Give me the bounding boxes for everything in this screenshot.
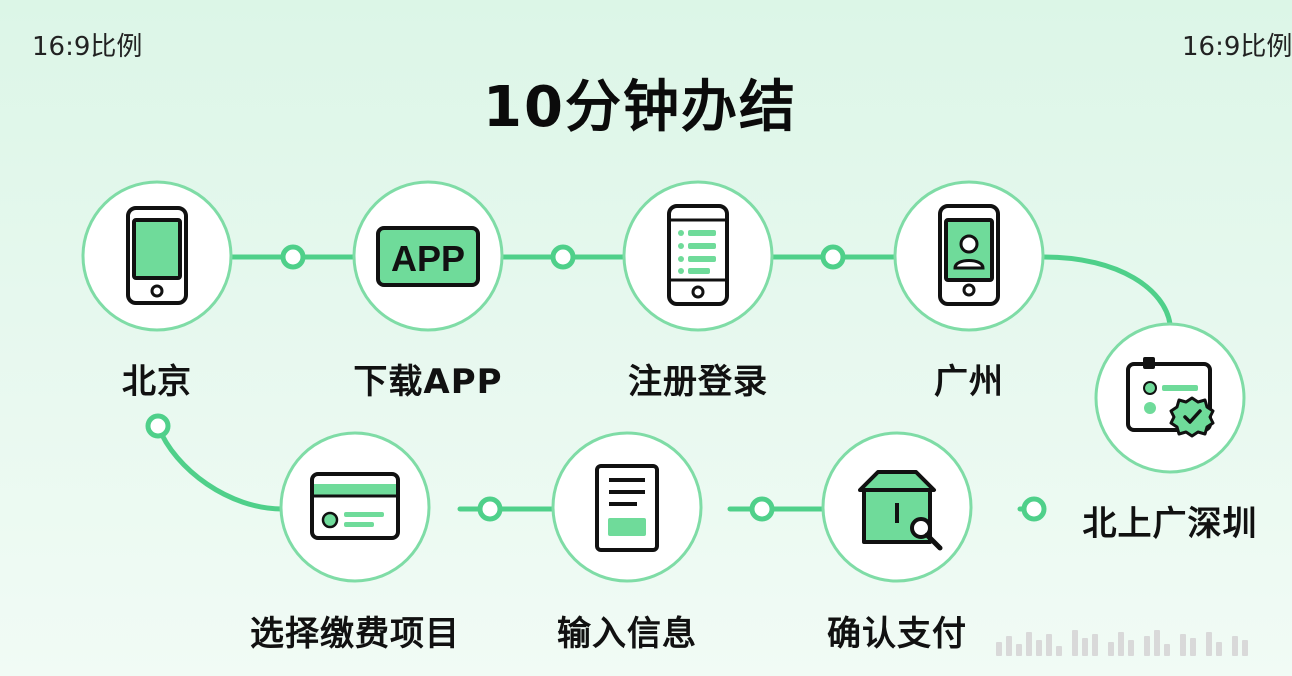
step-label-1: 北京 [122, 362, 192, 402]
connector-node [477, 496, 503, 522]
connector-node [820, 244, 846, 270]
step-node-8 [279, 431, 431, 583]
watermark-mark [992, 624, 1260, 656]
step-label-3: 注册登录 [628, 362, 768, 402]
step-label-7: 输入信息 [557, 614, 697, 654]
document-icon [595, 464, 659, 552]
aspect-ratio-label-left: 16:9比例 [32, 32, 143, 62]
step-label-8: 选择缴费项目 [250, 614, 460, 654]
phone-profile-icon [938, 204, 1000, 306]
connector-node [749, 496, 775, 522]
app-badge-text: APP [391, 238, 465, 279]
step-node-2: APP [352, 180, 504, 332]
box-search-icon [858, 470, 943, 551]
connector-node [550, 244, 576, 270]
page-title: 10分钟办结 [483, 75, 797, 140]
connector-node [280, 244, 306, 270]
step-label-2: 下载APP [353, 362, 503, 402]
phone-list-icon [667, 204, 729, 306]
step-node-1 [81, 180, 233, 332]
connector-node [145, 413, 171, 439]
step-node-7 [551, 431, 703, 583]
step-label-4: 广州 [934, 362, 1004, 402]
step-node-3 [622, 180, 774, 332]
connector-nodes [145, 244, 1047, 522]
connector-node [1021, 496, 1047, 522]
step-label-6: 确认支付 [827, 614, 967, 654]
payment-card-icon [310, 472, 400, 540]
verified-id-card-icon [1126, 357, 1215, 438]
step-node-5 [1094, 322, 1246, 474]
step-node-6 [821, 431, 973, 583]
phone-icon [126, 206, 188, 305]
step-label-5: 北上广深圳 [1082, 504, 1258, 544]
app-badge-icon: APP [376, 226, 480, 287]
step-node-4 [893, 180, 1045, 332]
aspect-ratio-label-right: 16:9比例 [1182, 32, 1292, 62]
